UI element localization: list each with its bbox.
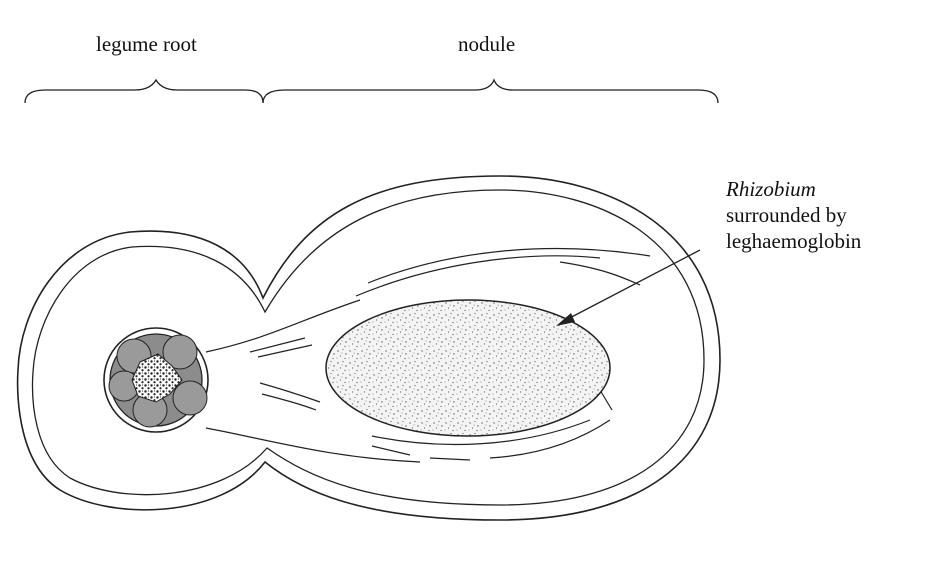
xylem-core (131, 353, 183, 403)
strand (599, 389, 613, 411)
arrowhead (556, 313, 575, 326)
nodule-label: nodule (458, 32, 516, 56)
strand (259, 382, 321, 403)
nodule-inner-outline (31, 189, 705, 506)
phloem-patch (162, 334, 198, 370)
phloem-patch (172, 380, 208, 416)
strand (249, 337, 306, 353)
rhizobium-callout: Rhizobium surrounded by leghaemoglobin (726, 176, 861, 254)
infected-zone (325, 299, 611, 437)
strand (257, 344, 313, 358)
callout-line-1: Rhizobium (726, 177, 816, 201)
strand (429, 457, 471, 461)
callout-arrow (561, 249, 701, 323)
legume-root-label: legume root (96, 32, 197, 56)
vascular-strand-top (205, 299, 361, 353)
strand (489, 419, 611, 459)
strand (355, 255, 601, 297)
nodule-brace (262, 78, 719, 104)
strand (371, 419, 591, 446)
strand (367, 247, 651, 284)
callout-line-3: leghaemoglobin (726, 229, 862, 253)
strand (559, 261, 641, 286)
strand (261, 393, 317, 411)
vascular-strand-bottom (205, 427, 421, 463)
callout-line-2: surrounded by (726, 203, 847, 227)
strand (371, 445, 411, 456)
legume-root-brace (24, 78, 264, 104)
